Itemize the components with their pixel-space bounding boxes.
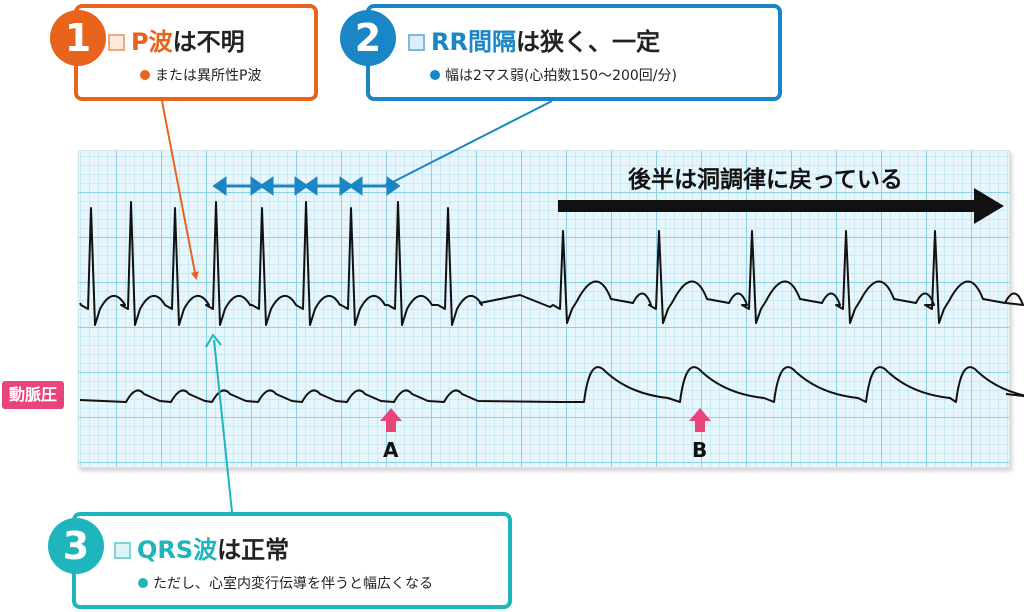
callout-1-title: P波は不明 (108, 22, 245, 57)
checkbox-icon (114, 542, 131, 559)
number-badge-1: 1 (50, 10, 106, 66)
callout-2-leader (383, 100, 553, 187)
marker-a-label: A (383, 438, 399, 462)
callout-qrs: QRS波は正常 ただし、心室内変行伝導を伴うと幅広くなる (72, 512, 512, 609)
bullet-icon (430, 70, 440, 80)
arterial-pressure-label: 動脈圧 (2, 381, 64, 409)
callout-2-title-rest: は狭く、一定 (515, 28, 660, 56)
callout-3-note: ただし、心室内変行伝導を伴うと幅広くなる (138, 573, 433, 593)
sinus-rhythm-label: 後半は洞調律に戻っている (628, 167, 903, 193)
checkbox-icon (408, 34, 425, 51)
checkbox-icon (108, 34, 125, 51)
callout-2-title: RR間隔は狭く、一定 (408, 22, 660, 57)
callout-2-note: 幅は2マス弱(心拍数150〜200回/分) (430, 65, 677, 85)
ecg-trace (79, 201, 1024, 326)
bullet-icon (138, 578, 148, 588)
callout-3-title: QRS波は正常 (114, 530, 289, 565)
callout-3-leader (205, 333, 233, 513)
callout-1-title-colored: P波 (131, 28, 173, 56)
sinus-arrow (558, 188, 1004, 224)
callout-1-title-rest: は不明 (172, 28, 245, 56)
number-badge-2: 2 (340, 10, 396, 66)
callout-1-leader (161, 100, 199, 280)
callout-1-note: または異所性P波 (140, 65, 261, 85)
callout-2-note-text: 幅は2マス弱(心拍数150〜200回/分) (445, 68, 677, 84)
callout-3-note-text: ただし、心室内変行伝導を伴うと幅広くなる (153, 576, 433, 592)
callout-p-wave: P波は不明 または異所性P波 (74, 4, 318, 101)
callout-3-title-rest: は正常 (217, 536, 290, 564)
callout-1-note-text: または異所性P波 (155, 68, 262, 84)
marker-b-arrow (689, 408, 711, 432)
number-badge-3: 3 (48, 518, 104, 574)
callout-3-title-colored: QRS波 (137, 536, 218, 564)
bullet-icon (140, 70, 150, 80)
marker-a-arrow (380, 408, 402, 432)
rr-interval-arrows (212, 176, 401, 196)
callout-2-title-colored: RR間隔 (431, 28, 516, 56)
callout-rr-interval: RR間隔は狭く、一定 幅は2マス弱(心拍数150〜200回/分) (366, 4, 782, 101)
marker-b-label: B (692, 438, 708, 462)
arterial-pressure-trace (79, 366, 1024, 403)
